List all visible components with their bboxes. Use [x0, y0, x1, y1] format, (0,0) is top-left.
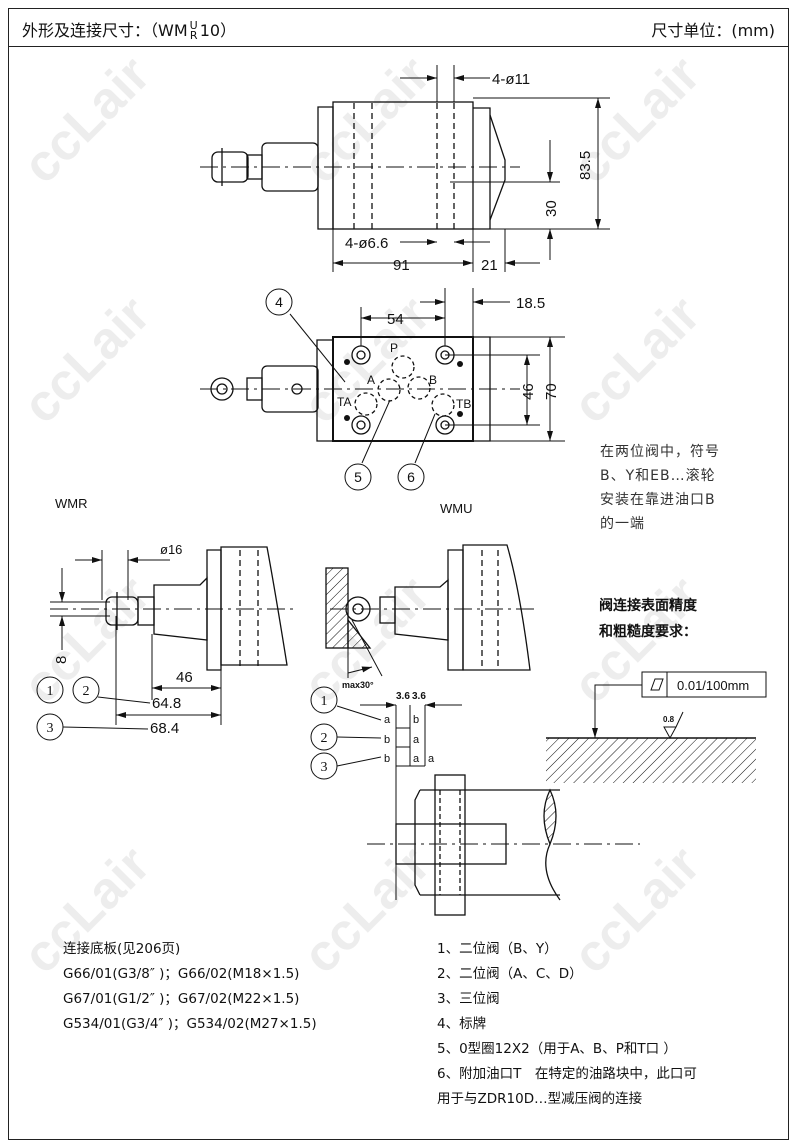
- top-view: 4-ø11 4-ø6.6 91 21 83.5 30: [200, 65, 610, 274]
- dim-46: 46: [520, 383, 537, 400]
- dim-3-6-a: 3.6: [396, 691, 410, 702]
- legend-item: 用于与ZDR10D…型减压阀的连接: [437, 1091, 643, 1107]
- flatness-value: 0.01/100mm: [677, 678, 749, 693]
- dim-8: 8: [53, 656, 70, 664]
- dim-83-5: 83.5: [577, 151, 594, 180]
- dim-46-wmr: 46: [176, 669, 193, 686]
- callout-2: 2: [321, 731, 328, 746]
- callout-3: 3: [47, 721, 54, 736]
- dim-30: 30: [543, 200, 560, 217]
- dim-91: 91: [393, 257, 410, 274]
- note-line: 在两位阀中，符号: [600, 444, 720, 460]
- surface-heading: 阀连接表面精度 和粗糙度要求：: [599, 593, 697, 645]
- title-sub: R: [189, 29, 198, 42]
- title-prefix: 外形及连接尺寸：（WM: [22, 21, 188, 40]
- note-line: B、Y和EB…滚轮: [600, 468, 716, 484]
- surface-requirement: 0.01/100mm 0.8: [546, 671, 767, 783]
- port-a: A: [367, 373, 375, 387]
- dim-3-6-b: 3.6: [412, 691, 426, 702]
- table-r3-c3: a: [428, 753, 435, 765]
- dim-18-5: 18.5: [516, 295, 545, 312]
- legend-item: 3、三位阀: [437, 991, 500, 1007]
- port-b: B: [429, 373, 437, 387]
- table-r1-c2: b: [413, 714, 419, 726]
- subplate-line: G534/01(G3/4″ )；G534/02(M27×1.5): [63, 1016, 317, 1032]
- unit-label: 尺寸单位：(mm): [651, 21, 775, 40]
- surface-heading-line: 阀连接表面精度: [599, 598, 697, 614]
- callout-1: 1: [321, 694, 328, 709]
- callout-2: 2: [83, 684, 90, 699]
- wmr-view: WMR ø16 8 46 64.8 68.4 1 2 3: [36, 496, 295, 741]
- roller-note: 在两位阀中，符号 B、Y和EB…滚轮 安装在靠进油口B 的一端: [600, 440, 720, 536]
- dim-68-4: 68.4: [150, 720, 179, 737]
- flatness-icon: [650, 678, 664, 691]
- note-line: 的一端: [600, 516, 645, 532]
- page-frame: [8, 8, 789, 1140]
- dim-64-8: 64.8: [152, 695, 181, 712]
- callout-3: 3: [321, 760, 328, 775]
- dim-70: 70: [543, 383, 560, 400]
- callout-4: 4: [275, 294, 283, 310]
- max-angle: max30°: [342, 680, 374, 690]
- legend-item: 6、附加油口T 在特定的油路块中，此口可: [437, 1066, 697, 1082]
- port-tb: TB: [456, 397, 471, 411]
- table-r3-c2: a: [413, 753, 420, 765]
- dim-4-d11: 4-ø11: [492, 71, 530, 88]
- wmr-label: WMR: [55, 496, 88, 511]
- dim-54: 54: [387, 311, 404, 328]
- title-suffix: 10）: [199, 21, 237, 40]
- dim-4-d6-6: 4-ø6.6: [345, 235, 388, 252]
- subplate-line: G66/01(G3/8″ )；G66/02(M18×1.5): [63, 966, 300, 982]
- dim-21: 21: [481, 257, 498, 274]
- wmu-label: WMU: [440, 501, 473, 516]
- subplate-line: 连接底板(见206页): [63, 941, 181, 957]
- surface-heading-line: 和粗糙度要求：: [599, 624, 697, 640]
- callout-1: 1: [47, 684, 54, 699]
- port-ta: TA: [337, 395, 351, 409]
- table-r3-c1: b: [384, 753, 390, 765]
- table-r2-c1: b: [384, 734, 390, 746]
- legend-item: 2、二位阀（A、C、D）: [437, 966, 583, 982]
- callout-5: 5: [354, 469, 362, 485]
- port-p: P: [390, 341, 398, 355]
- front-view: 54 18.5 46 70 P A B TA TB 4 5 6: [200, 288, 565, 491]
- dim-d16: ø16: [160, 542, 182, 557]
- legend-item: 4、标牌: [437, 1016, 487, 1032]
- legend-item: 1、二位阀（B、Y）: [437, 941, 558, 957]
- legend-item: 5、0型圈12X2（用于A、B、P和T口 ）: [437, 1041, 677, 1057]
- title-sup: U: [189, 19, 198, 32]
- subplate-line: G67/01(G1/2″ )；G67/02(M22×1.5): [63, 991, 300, 1007]
- roughness-value: 0.8: [663, 715, 675, 724]
- note-line: 安装在靠进油口B: [600, 492, 716, 508]
- wmu-view: WMU max30° 3.6 3.6 a b b a b a a 1 2 3: [310, 501, 640, 916]
- table-r1-c1: a: [384, 714, 391, 726]
- callout-6: 6: [407, 469, 415, 485]
- table-r2-c2: a: [413, 734, 420, 746]
